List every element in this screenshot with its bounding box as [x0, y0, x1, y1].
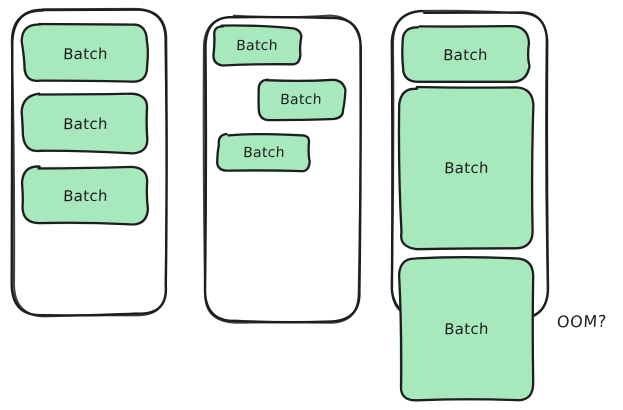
batch-box: Batch — [209, 23, 305, 69]
batch-box: Batch — [214, 130, 314, 176]
batch-box: Batch — [396, 254, 537, 404]
batch-box: Batch — [396, 84, 537, 252]
annotation-oom: OOM? — [556, 311, 608, 332]
batch-box: Batch — [19, 21, 152, 86]
batch-box: Batch — [399, 22, 532, 87]
batch-box: Batch — [19, 91, 152, 156]
batch-box: Batch — [19, 163, 152, 228]
batch-box: Batch — [254, 77, 348, 123]
batch-container-1 — [9, 6, 171, 319]
